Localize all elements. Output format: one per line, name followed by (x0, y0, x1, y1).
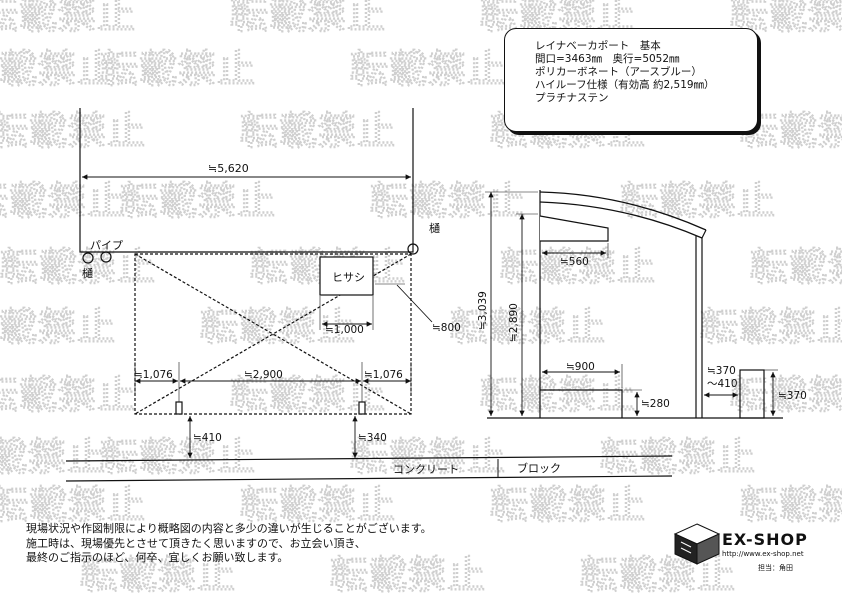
svg-text:転載禁止: 転載禁止 (330, 553, 486, 595)
svg-text:転載禁止: 転載禁止 (620, 179, 776, 223)
footer-notes: 現場状況や作図制限により概略図の内容と多少の違いが生じることがございます。 施工… (26, 522, 432, 566)
svg-text:転載禁止: 転載禁止 (580, 553, 736, 595)
roof-bottom (539, 201, 703, 239)
label-left-drain: 樋 (82, 266, 93, 280)
svg-text:転載禁止: 転載禁止 (0, 483, 146, 527)
label-block-thickness-top: ≒370 (707, 365, 736, 377)
svg-text:転載禁止: 転載禁止 (0, 305, 116, 349)
road-line-bottom (65, 475, 673, 482)
svg-text:転載禁止: 転載禁止 (0, 0, 136, 37)
post-right (358, 401, 366, 415)
svg-text:転載禁止: 転載禁止 (490, 483, 646, 527)
post-left (175, 401, 183, 415)
svg-text:転載禁止: 転載禁止 (80, 553, 236, 595)
leader-right-offset (396, 284, 433, 323)
label-ground-concrete: コンクリート (393, 463, 459, 476)
note-line-3: 最終のご指示のほど、何卒、宜しくお願い致します。 (26, 551, 289, 564)
label-right-offset: ≒800 (432, 322, 461, 334)
step (540, 389, 623, 418)
label-post-right-setback: ≒340 (358, 432, 387, 444)
note-line-1: 現場状況や作図制限により概略図の内容と多少の違いが生じることがございます。 (26, 522, 432, 535)
plan-view (65, 108, 673, 482)
carport-diagonal-2 (134, 253, 412, 415)
label-total-height: ≒3,039 (477, 291, 489, 330)
svg-text:転載禁止: 転載禁止 (350, 47, 506, 91)
ex-shop-logo-icon (673, 523, 721, 565)
logo-url: http://www.ex-shop.net (722, 550, 804, 558)
label-width-total: ≒5,620 (208, 162, 249, 175)
pipe-icon (100, 251, 112, 263)
label-hisashi: ヒサシ (332, 271, 365, 284)
svg-text:転載禁止: 転載禁止 (450, 305, 606, 349)
label-post-left-setback: ≒410 (193, 432, 222, 444)
note-line-2: 施工時は、現場優先とさせて頂きたく思いますので、お立会い頂き、 (26, 536, 366, 550)
spec-line-color: プラチナステン (535, 92, 609, 104)
carport-diagonal-1 (134, 253, 412, 415)
svg-text:転載禁止: 転載禁止 (0, 47, 116, 91)
hisashi-box (319, 256, 374, 296)
carport-outline (134, 253, 412, 415)
logo-staff: 担当：角田 (758, 564, 793, 572)
label-hisashi-width: ≒1,000 (325, 324, 364, 336)
svg-text:転載禁止: 転載禁止 (0, 373, 136, 417)
svg-text:転載禁止: 転載禁止 (370, 179, 526, 223)
svg-text:転載禁止: 転載禁止 (120, 179, 276, 223)
label-pipe: パイプ (90, 239, 123, 252)
svg-text:転載禁止: 転載禁止 (600, 435, 756, 479)
svg-text:転載禁止: 転載禁止 (200, 305, 356, 349)
roof-top (539, 191, 707, 231)
label-block-thickness-bottom: ～410 (707, 378, 738, 390)
elevation-view (485, 190, 783, 419)
svg-text:転載禁止: 転載禁止 (0, 109, 146, 153)
svg-text:転載禁止: 転載禁止 (750, 245, 842, 289)
spec-box: レイナベーカポート 基本 間口=3463㎜ 奥行=5052㎜ ポリカーボネート（… (504, 28, 758, 132)
label-beam-height: ≒2,890 (508, 303, 520, 342)
label-post-right-offset: ≒1,076 (364, 369, 403, 381)
label-eave-depth: ≒560 (560, 256, 589, 268)
label-block-height: ≒370 (778, 390, 807, 402)
svg-text:転載禁止: 転載禁止 (100, 435, 256, 479)
svg-text:転載禁止: 転載禁止 (100, 47, 256, 91)
spec-line-highroof: ハイルーフ仕様（有効高 約2,519㎜） (535, 79, 715, 91)
eave (539, 215, 609, 242)
spec-line-size: 間口=3463㎜ 奥行=5052㎜ (535, 53, 680, 65)
logo-name: EX-SHOP (722, 530, 808, 549)
svg-text:転載禁止: 転載禁止 (740, 483, 842, 527)
svg-text:転載禁止: 転載禁止 (700, 305, 842, 349)
road-line-top (65, 455, 673, 462)
label-right-drain: 樋 (429, 221, 440, 235)
label-step-height: ≒280 (641, 398, 670, 410)
spec-line-roof: ポリカーボネート（アースブルー） (535, 66, 702, 78)
block-wall (739, 369, 765, 419)
svg-text:転載禁止: 転載禁止 (480, 373, 636, 417)
svg-text:転載禁止: 転載禁止 (730, 373, 842, 417)
label-post-left-offset: ≒1,076 (134, 369, 173, 381)
left-drain-icon (82, 252, 94, 264)
label-ground-block: ブロック (517, 461, 561, 475)
svg-text:転載禁止: 転載禁止 (230, 0, 386, 37)
svg-text:転載禁止: 転載禁止 (0, 179, 126, 223)
svg-text:転載禁止: 転載禁止 (240, 483, 396, 527)
label-step-width: ≒900 (566, 361, 595, 373)
right-drain-icon (407, 243, 419, 255)
spec-line-product: レイナベーカポート 基本 (535, 40, 661, 52)
svg-text:転載禁止: 転載禁止 (0, 435, 106, 479)
building-outline (79, 108, 414, 253)
svg-text:転載禁止: 転載禁止 (240, 109, 396, 153)
label-post-span: ≒2,900 (244, 369, 283, 381)
